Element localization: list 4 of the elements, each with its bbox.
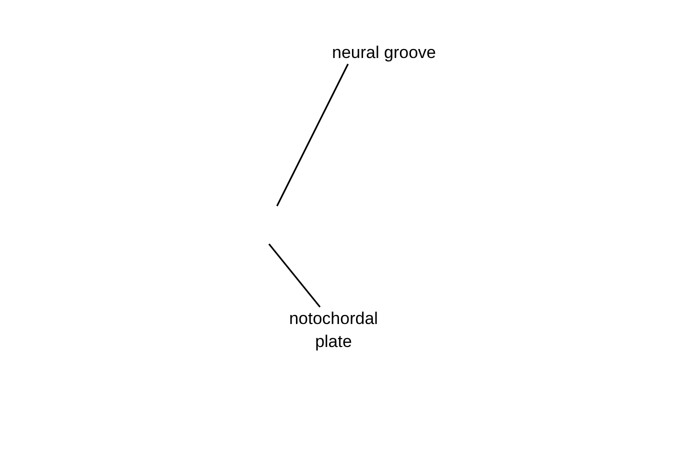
leader-line [268, 244, 321, 308]
part-label: notochordal plate [277, 307, 390, 353]
leader-line [276, 64, 349, 206]
part-label: neural groove [323, 41, 445, 64]
